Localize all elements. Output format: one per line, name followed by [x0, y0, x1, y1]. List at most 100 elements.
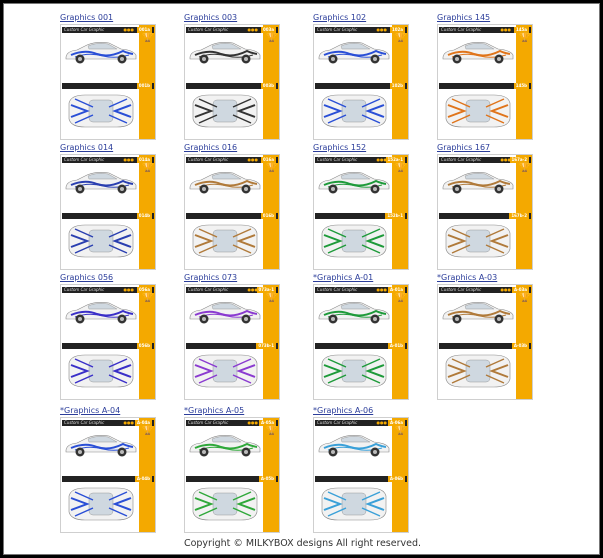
graphic-title-link[interactable]: *Graphics A-04	[60, 406, 121, 415]
graphic-thumbnail[interactable]: Custom Car Graphic ●●● 102a 🏆 102b	[313, 24, 409, 140]
card-sidebar	[139, 25, 155, 139]
car-top-view-icon	[445, 94, 511, 128]
car-side-view	[440, 167, 516, 197]
graphic-thumbnail[interactable]: Custom Car Graphic ●●● A-05a 🏆 A-05b	[184, 417, 280, 533]
graphic-title-link[interactable]: *Graphics A-03	[437, 273, 498, 282]
car-side-view-icon	[318, 172, 390, 194]
car-side-view-icon	[65, 42, 137, 64]
car-top-view-icon	[321, 94, 387, 128]
graphic-thumbnail[interactable]: Custom Car Graphic ●●● A-04a 🏆 A-04b	[60, 417, 156, 533]
card-brand-text: Custom Car Graphic	[64, 420, 105, 425]
card-brand-text: Custom Car Graphic	[188, 287, 229, 292]
car-side-view-icon	[189, 302, 261, 324]
graphic-thumbnail[interactable]: Custom Car Graphic ●●● 152a-1 🏆 152b-1	[313, 154, 409, 270]
top-code-label: 073b-1	[256, 343, 276, 349]
graphic-item: Graphics 102 Custom Car Graphic ●●● 102a…	[313, 12, 423, 140]
trophy-icon: 🏆	[142, 163, 154, 173]
graphic-thumbnail[interactable]: Custom Car Graphic ●●● 001a 🏆 001b	[60, 24, 156, 140]
graphic-title-link[interactable]: *Graphics A-06	[313, 406, 374, 415]
graphic-item: Graphics 001 Custom Car Graphic ●●● 001a…	[60, 12, 170, 140]
graphic-title-link[interactable]: Graphics 056	[60, 273, 114, 282]
car-side-view-icon	[318, 302, 390, 324]
car-side-view	[316, 167, 392, 197]
top-code-label: 152b-1	[385, 213, 405, 219]
side-code-label: 014a	[136, 157, 152, 163]
card-mid-strip: 102b	[315, 83, 407, 89]
graphic-item: Graphics 014 Custom Car Graphic ●●● 014a…	[60, 142, 170, 270]
trophy-icon: 🏆	[519, 33, 531, 43]
graphic-thumbnail[interactable]: Custom Car Graphic ●●● 145a 🏆 145b	[437, 24, 533, 140]
card-mid-strip: 016b	[186, 213, 278, 219]
graphic-title-link[interactable]: Graphics 145	[437, 13, 491, 22]
card-dots: ●●●	[123, 27, 134, 32]
card-brand-text: Custom Car Graphic	[441, 287, 482, 292]
graphic-title-link[interactable]: Graphics 016	[184, 143, 238, 152]
trophy-icon: 🏆	[266, 426, 278, 436]
graphic-title-link[interactable]: Graphics 003	[184, 13, 238, 22]
car-top-view	[65, 484, 137, 524]
card-dots: ●●●	[500, 157, 511, 162]
card-brand-text: Custom Car Graphic	[64, 157, 105, 162]
card-brand-text: Custom Car Graphic	[317, 420, 358, 425]
car-side-view	[63, 430, 139, 460]
graphic-title-link[interactable]: Graphics 073	[184, 273, 238, 282]
graphic-title-link[interactable]: Graphics 152	[313, 143, 367, 152]
side-code-label: 001a	[136, 27, 152, 33]
card-header-strip: Custom Car Graphic ●●● 014a	[62, 157, 154, 163]
graphic-item: Graphics 145 Custom Car Graphic ●●● 145a…	[437, 12, 547, 140]
card-mid-strip: 014b	[62, 213, 154, 219]
graphic-thumbnail[interactable]: Custom Car Graphic ●●● 014a 🏆 014b	[60, 154, 156, 270]
car-side-view-icon	[65, 302, 137, 324]
car-top-view	[189, 91, 261, 131]
car-top-view-icon	[321, 224, 387, 258]
graphic-thumbnail[interactable]: Custom Car Graphic ●●● 167a-2 🏆 167b-2	[437, 154, 533, 270]
trophy-icon: 🏆	[142, 293, 154, 303]
car-side-view	[316, 430, 392, 460]
card-mid-strip: A-05b	[186, 476, 278, 482]
card-sidebar	[263, 25, 279, 139]
graphic-thumbnail[interactable]: Custom Car Graphic ●●● A-01a 🏆 A-01b	[313, 284, 409, 400]
car-top-view-icon	[192, 487, 258, 521]
card-header-strip: Custom Car Graphic ●●● 016a	[186, 157, 278, 163]
card-dots: ●●●	[247, 420, 258, 425]
graphic-item: *Graphics A-06 Custom Car Graphic ●●● A-…	[313, 405, 423, 533]
card-dots: ●●●	[247, 287, 258, 292]
top-code-label: 003b	[260, 83, 276, 89]
graphic-thumbnail[interactable]: Custom Car Graphic ●●● 056a 🏆 056b	[60, 284, 156, 400]
side-code-label: 073a-1	[256, 287, 276, 293]
graphic-title-link[interactable]: *Graphics A-05	[184, 406, 245, 415]
top-code-label: A-05b	[258, 476, 276, 482]
top-code-label: A-06b	[387, 476, 405, 482]
graphic-item: *Graphics A-01 Custom Car Graphic ●●● A-…	[313, 272, 423, 400]
trophy-icon: 🏆	[519, 163, 531, 173]
graphic-thumbnail[interactable]: Custom Car Graphic ●●● A-03a 🏆 A-03b	[437, 284, 533, 400]
top-code-label: 016b	[260, 213, 276, 219]
car-side-view	[63, 167, 139, 197]
graphic-title-link[interactable]: Graphics 167	[437, 143, 491, 152]
graphic-thumbnail[interactable]: Custom Car Graphic ●●● 003a 🏆 003b	[184, 24, 280, 140]
graphic-thumbnail[interactable]: Custom Car Graphic ●●● 073a-1 🏆 073b-1	[184, 284, 280, 400]
top-code-label: A-03b	[511, 343, 529, 349]
card-dots: ●●●	[376, 420, 387, 425]
card-brand-text: Custom Car Graphic	[441, 27, 482, 32]
car-top-view-icon	[192, 354, 258, 388]
car-top-view	[318, 351, 390, 391]
graphic-item: *Graphics A-03 Custom Car Graphic ●●● A-…	[437, 272, 547, 400]
card-brand-text: Custom Car Graphic	[317, 157, 358, 162]
car-top-view	[65, 351, 137, 391]
trophy-icon: 🏆	[395, 163, 407, 173]
graphic-title-link[interactable]: Graphics 001	[60, 13, 114, 22]
graphic-title-link[interactable]: Graphics 102	[313, 13, 367, 22]
graphic-title-link[interactable]: Graphics 014	[60, 143, 114, 152]
car-side-view	[187, 167, 263, 197]
car-top-view-icon	[68, 94, 134, 128]
graphic-thumbnail[interactable]: Custom Car Graphic ●●● A-06a 🏆 A-06b	[313, 417, 409, 533]
graphic-title-link[interactable]: *Graphics A-01	[313, 273, 374, 282]
card-sidebar	[139, 418, 155, 532]
car-side-view-icon	[189, 172, 261, 194]
graphic-thumbnail[interactable]: Custom Car Graphic ●●● 016a 🏆 016b	[184, 154, 280, 270]
top-code-label: A-04b	[134, 476, 152, 482]
card-sidebar	[139, 155, 155, 269]
side-code-label: A-04a	[134, 420, 152, 426]
card-mid-strip: A-06b	[315, 476, 407, 482]
